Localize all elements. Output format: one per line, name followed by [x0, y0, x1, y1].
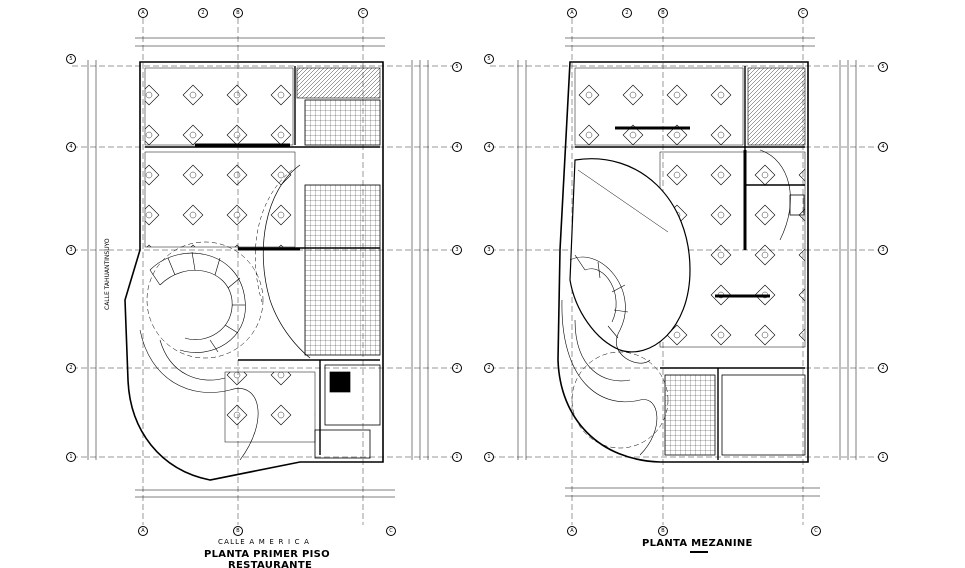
plan-subtitle-restaurante: RESTAURANTE: [228, 560, 313, 568]
axis-bubble-row3-left-e: 3: [452, 245, 462, 255]
axis-bubble-A-bottom-right: A: [567, 526, 577, 536]
axis-bubble-row3-left: 3: [66, 245, 76, 255]
axis-bubble-row4-left: 4: [66, 142, 76, 152]
axis-bubble-row5-right: 5: [484, 54, 494, 64]
axis-bubble-C-top-right: C: [798, 8, 808, 18]
axis-bubble-row5-left: 5: [66, 54, 76, 64]
plan-title-primer-piso: PLANTA PRIMER PISO: [204, 549, 330, 560]
exterior-wall-left: [124, 61, 384, 481]
axis-bubble-row5-left-e: 5: [452, 62, 462, 72]
axis-bubble-A-top-left: A: [138, 8, 148, 18]
service-block-right: [721, 374, 806, 456]
axis-bubble-row1-right-e: 1: [878, 452, 888, 462]
plan-mezanine: [490, 18, 878, 525]
axis-bubble-B-top-left: B: [233, 8, 243, 18]
street-label-side: CALLE TAHUANTINSUYO: [104, 238, 111, 310]
axis-bubble-row2-left: 2: [66, 363, 76, 373]
axis-bubble-C-bottom-right: C: [811, 526, 821, 536]
dining-area-center: [144, 151, 296, 248]
axis-bubble-row5-right-e: 5: [878, 62, 888, 72]
restroom-block-right: [747, 67, 806, 146]
dimension-lines-right-plan: [517, 37, 857, 497]
axis-bubble-A-top-right: A: [567, 8, 577, 18]
axis-bubble-C-bottom-left: C: [386, 526, 396, 536]
axis-bubble-row4-left-e: 4: [452, 142, 462, 152]
axis-bubble-row3-right-e: 3: [878, 245, 888, 255]
restroom-block-left: [296, 67, 381, 99]
exterior-wall-right: [557, 61, 809, 463]
axis-bubble-row1-left-e: 1: [452, 452, 462, 462]
plan-primer-piso: [72, 18, 455, 525]
axis-bubble-2-top-left: 2: [198, 8, 208, 18]
dining-area-north: [144, 67, 294, 146]
axis-bubble-row3-right: 3: [484, 245, 494, 255]
axis-bubble-row2-right-e: 2: [878, 363, 888, 373]
mezzanine-void: [569, 158, 691, 353]
kitchen-tile-area: [304, 184, 381, 356]
axis-bubble-B-top-right: B: [658, 8, 668, 18]
axis-bubble-row4-right: 4: [484, 142, 494, 152]
axis-bubble-row1-right: 1: [484, 452, 494, 462]
axis-bubble-B-bottom-left: B: [233, 526, 243, 536]
plan-title-mezanine: PLANTA MEZANINE: [642, 538, 753, 549]
dimension-lines-left-plan: [87, 37, 429, 498]
axis-bubble-C-top-left: C: [358, 8, 368, 18]
dining-area-south: [224, 371, 316, 443]
axis-bubble-row2-left-e: 2: [452, 363, 462, 373]
axis-bubble-2-top-right: 2: [622, 8, 632, 18]
axis-bubble-row2-right: 2: [484, 363, 494, 373]
curved-facade-left: [262, 164, 311, 359]
axis-bubble-row1-left: 1: [66, 452, 76, 462]
street-label-bottom: CALLE A M E R I C A: [218, 538, 311, 546]
dashed-ring-right: [571, 351, 669, 449]
axis-bubble-row4-right-e: 4: [878, 142, 888, 152]
utility-block-left: [324, 364, 381, 426]
spiral-stair-left: [139, 251, 259, 461]
axis-bubble-B-bottom-right: B: [658, 526, 668, 536]
axis-bubble-A-bottom-left: A: [138, 526, 148, 536]
dashed-ring-left: [146, 241, 264, 359]
mezzanine-dining-north: [574, 67, 744, 146]
stair-block-right: [664, 374, 716, 456]
service-tile-area: [304, 99, 381, 146]
